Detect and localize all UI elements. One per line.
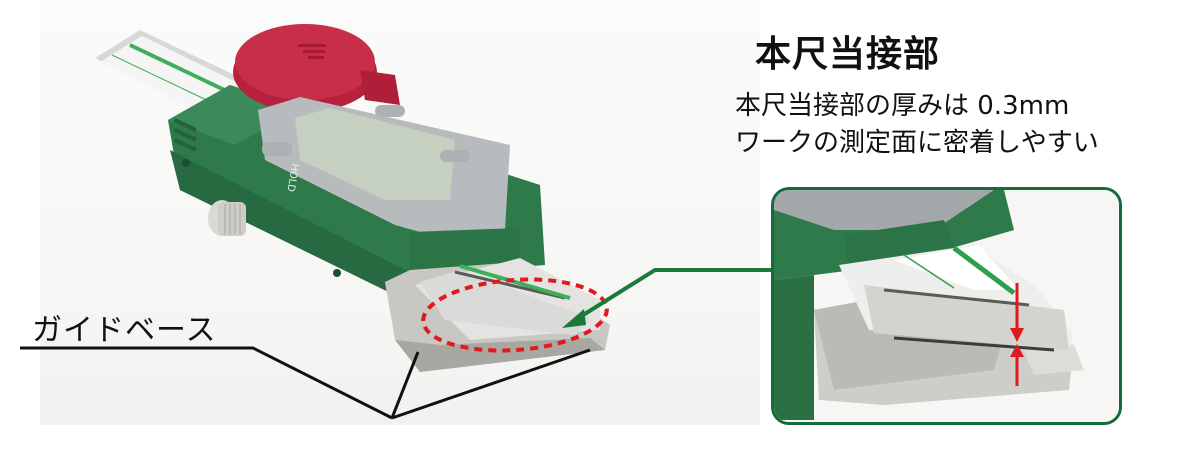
- display-bezel: [258, 97, 520, 270]
- red-cap: [233, 24, 400, 112]
- guide-base: [385, 258, 610, 372]
- ruler-beam: [95, 30, 245, 112]
- lcd-display: [295, 108, 455, 200]
- inset-illustration: [774, 190, 1119, 422]
- page-title: 本尺当接部: [755, 34, 941, 75]
- guide-base-label: ガイドベース: [32, 313, 217, 348]
- description: 本尺当接部の厚みは 0.3mm ワークの測定面に密着しやすい: [735, 88, 1099, 162]
- lock-knob: [208, 200, 246, 236]
- highlight-ellipse: [421, 277, 609, 353]
- callout-arrow: [562, 268, 772, 328]
- thickness-indicator: [1010, 283, 1024, 386]
- guide-base-leader: [20, 346, 591, 420]
- hold-button: [262, 142, 292, 156]
- function-button-2: [440, 150, 470, 162]
- function-button-1: [375, 105, 405, 117]
- description-line-2: ワークの測定面に密着しやすい: [735, 128, 1099, 158]
- description-line-1: 本尺当接部の厚みは 0.3mm: [735, 91, 1070, 121]
- zoom-inset: [771, 187, 1122, 425]
